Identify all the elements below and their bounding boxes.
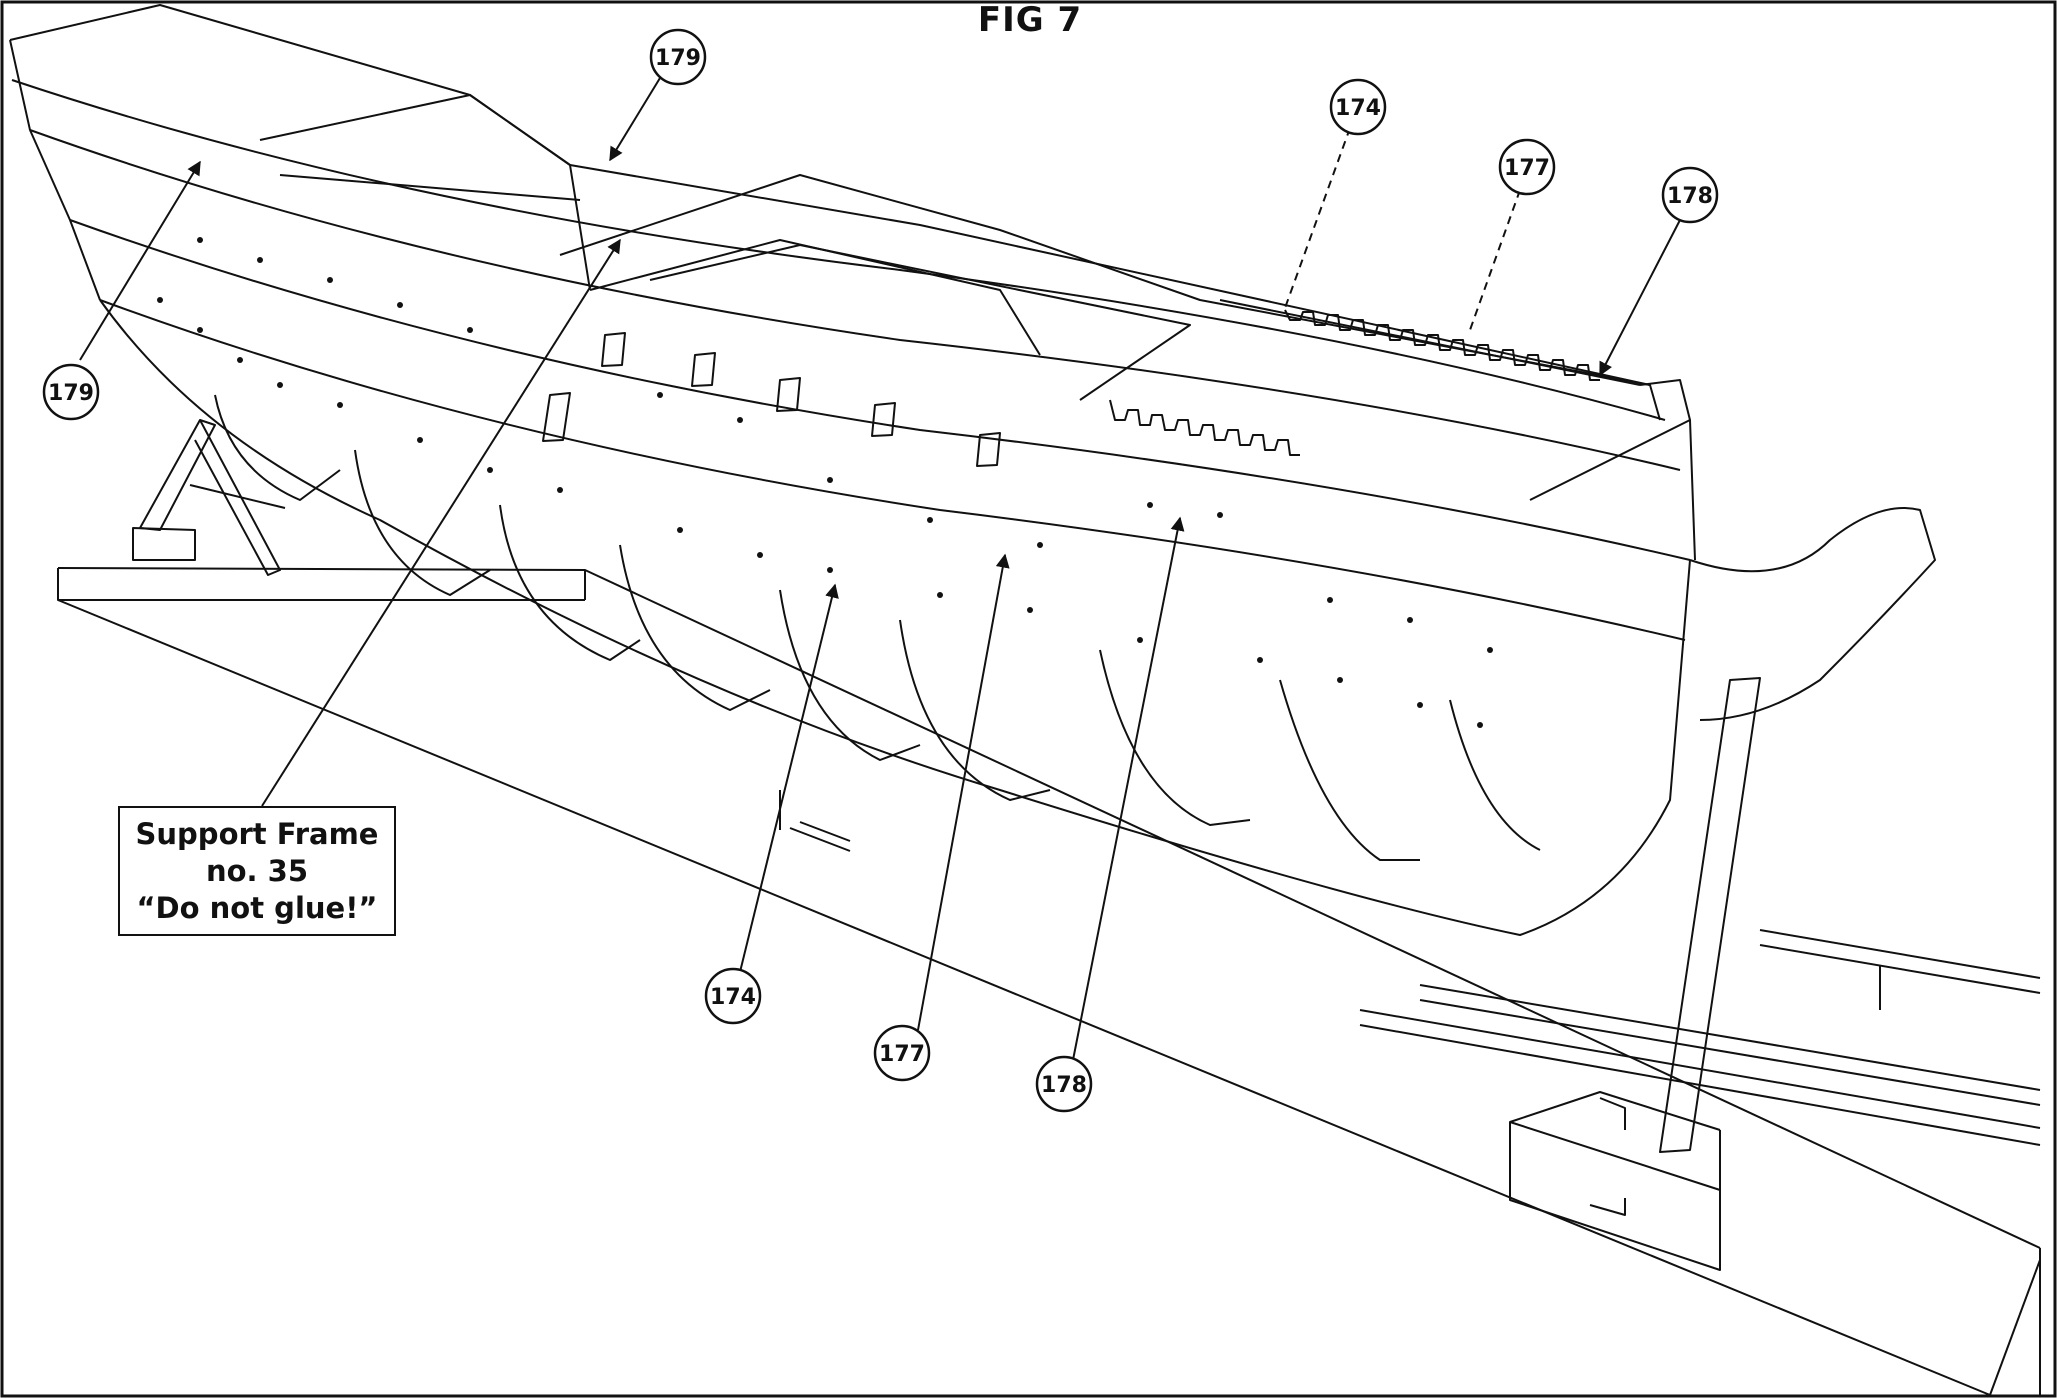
leader-177-bottom [917, 553, 1010, 1031]
callout-177-top: 177 [1498, 138, 1556, 196]
callout-label: 179 [48, 381, 94, 406]
callout-179-left: 179 [42, 363, 100, 421]
leader-lines [79, 77, 1681, 1061]
upper-decks [259, 94, 1696, 561]
note-line-1: Support Frame [135, 816, 379, 851]
hull [9, 4, 1936, 936]
leader-179-top [609, 77, 661, 162]
leader-178-bottom [1072, 516, 1185, 1061]
callout-177-bottom: 177 [873, 1024, 931, 1082]
left-stand [132, 419, 286, 576]
callout-label: 177 [1504, 156, 1550, 181]
slipway-rails [1359, 929, 2041, 1146]
callout-174-bottom: 174 [704, 967, 762, 1025]
top-rail-slots [1109, 309, 1600, 456]
bolt-holes [157, 237, 1493, 728]
right-stand [1509, 677, 1761, 1271]
figure-title: FIG 7 [977, 0, 1083, 40]
building-board [57, 567, 2041, 1396]
callout-label: 177 [879, 1042, 925, 1067]
leader-179-left [79, 160, 201, 361]
note-line-2: no. 35 [205, 853, 309, 888]
callout-label: 178 [1041, 1073, 1087, 1098]
leader-178-top [1599, 219, 1681, 377]
leader-177-top [1469, 189, 1521, 331]
callout-178-bottom: 178 [1035, 1055, 1093, 1113]
callout-174-top: 174 [1329, 78, 1387, 136]
callout-178-top: 178 [1661, 166, 1719, 224]
callout-label: 179 [655, 46, 701, 71]
leader-174-top [1284, 127, 1351, 309]
callout-label: 174 [1335, 96, 1381, 121]
callout-label: 178 [1667, 184, 1713, 209]
gun-ports [542, 332, 1001, 467]
note-line-3: “Do not glue!” [136, 890, 378, 925]
hull-frames [214, 394, 1541, 861]
callout-label: 174 [710, 985, 756, 1010]
leader-174-bottom [739, 583, 839, 973]
support-frame-note: Support Frame no. 35 “Do not glue!” [118, 806, 396, 936]
callout-179-top: 179 [649, 28, 707, 86]
leader-support-frame [261, 238, 621, 807]
